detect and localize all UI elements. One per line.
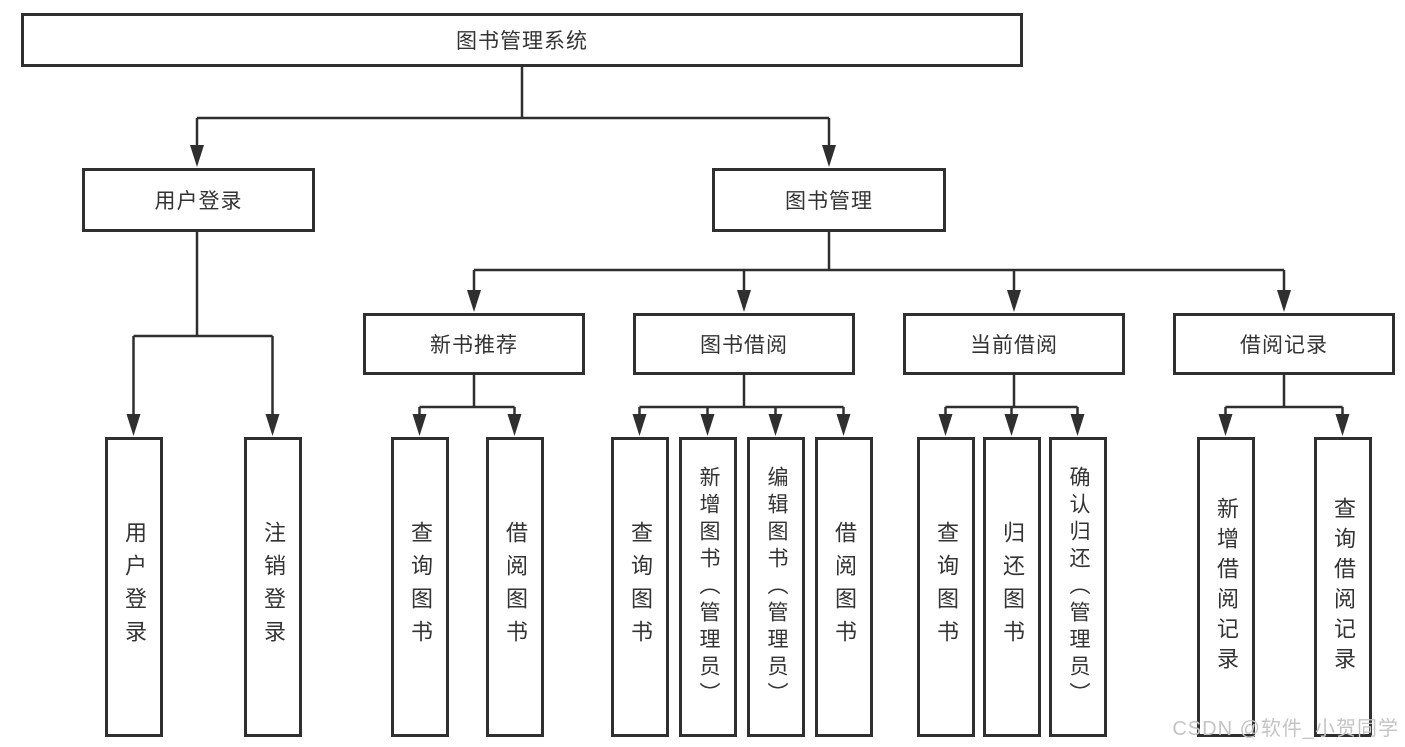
node-label: 借阅记录 [1240, 334, 1328, 357]
leaf-label: 用户登录 [122, 521, 147, 653]
node-book-borrowing: 图书借阅 [633, 313, 855, 375]
leaf-borrow-books: 借阅图书 [486, 437, 544, 737]
node-label: 图书管理系统 [456, 30, 588, 53]
leaf-query-books: 查询图书 [391, 437, 449, 737]
arrowheads [126, 145, 1350, 436]
node-label: 当前借阅 [970, 334, 1058, 357]
leaf-query-borrow-record: 查询借阅记录 [1314, 437, 1372, 737]
leaf-borrow-books: 借阅图书 [815, 437, 873, 737]
leaf-label: 编辑图书（管理员） [765, 465, 788, 709]
node-book-management: 图书管理 [712, 168, 946, 232]
leaf-label: 查询借阅记录 [1331, 497, 1356, 677]
leaf-label: 归还图书 [1000, 521, 1025, 653]
node-label: 用户登录 [154, 190, 243, 213]
node-new-book-recommendation: 新书推荐 [363, 313, 585, 375]
leaf-label: 注销登录 [261, 521, 286, 653]
leaf-query-books: 查询图书 [917, 437, 975, 737]
leaf-label: 查询图书 [408, 521, 433, 653]
node-label: 图书管理 [785, 190, 873, 213]
leaf-label: 查询图书 [628, 521, 653, 653]
leaf-label: 新增借阅记录 [1214, 497, 1239, 677]
node-user-login: 用户登录 [82, 168, 315, 232]
node-label: 图书借阅 [700, 334, 788, 357]
leaf-logout: 注销登录 [244, 437, 302, 737]
leaf-confirm-return-admin: 确认归还（管理员） [1049, 437, 1107, 737]
leaf-return-books: 归还图书 [983, 437, 1041, 737]
node-label: 新书推荐 [430, 334, 518, 357]
leaf-add-borrow-record: 新增借阅记录 [1197, 437, 1255, 737]
leaf-label: 借阅图书 [832, 521, 857, 653]
leaf-label: 借阅图书 [503, 521, 528, 653]
leaf-edit-books-admin: 编辑图书（管理员） [747, 437, 805, 737]
leaf-add-books-admin: 新增图书（管理员） [679, 437, 737, 737]
csdn-watermark: CSDN @软件_小贺同学 [1172, 718, 1399, 740]
leaf-user-login: 用户登录 [105, 437, 163, 737]
leaf-query-books: 查询图书 [611, 437, 669, 737]
node-current-borrowing: 当前借阅 [903, 313, 1125, 375]
leaf-label: 确认归还（管理员） [1067, 465, 1090, 709]
leaf-label: 查询图书 [934, 521, 959, 653]
leaf-label: 新增图书（管理员） [697, 465, 720, 709]
node-borrowing-records: 借阅记录 [1173, 313, 1395, 375]
node-library-management-system: 图书管理系统 [21, 13, 1023, 67]
